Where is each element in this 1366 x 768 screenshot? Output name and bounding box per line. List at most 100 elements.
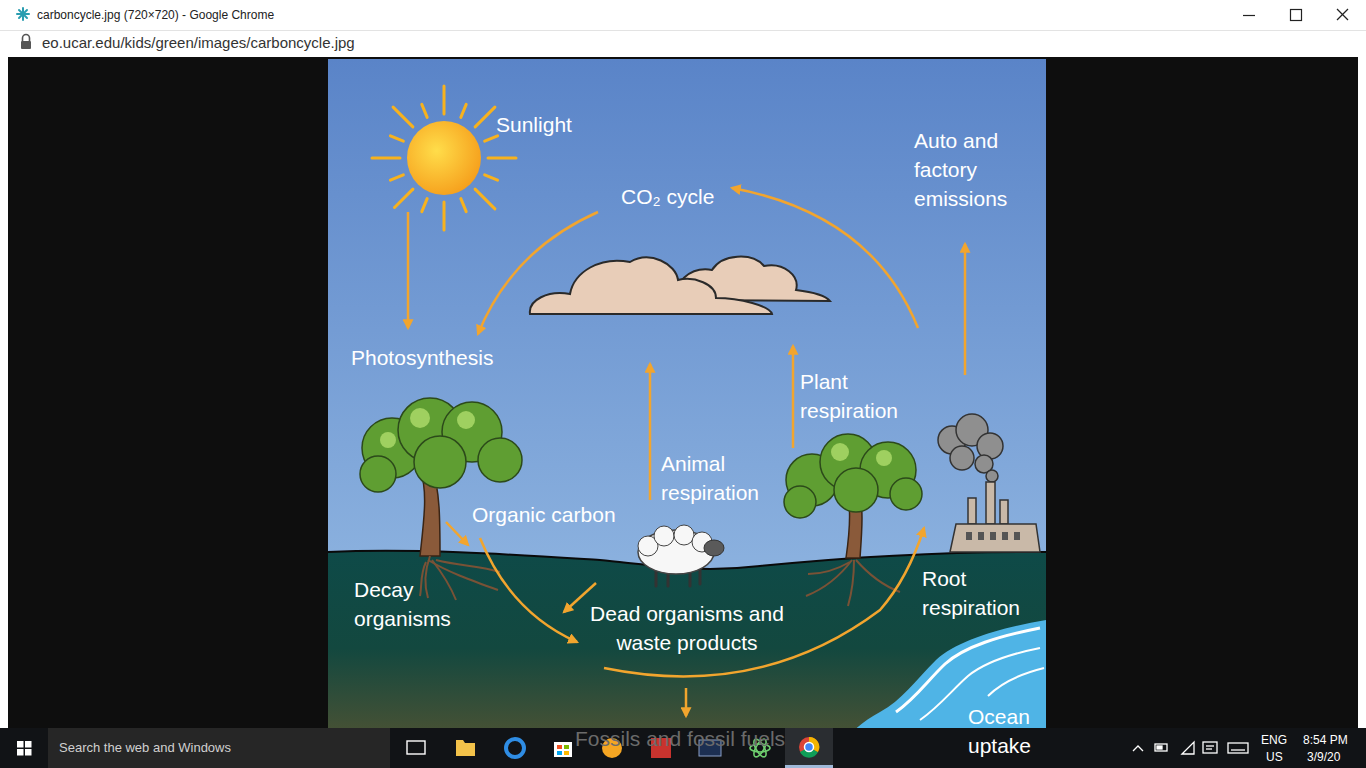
left-tree-part	[360, 398, 522, 492]
flow-arrows-part	[732, 188, 918, 328]
right-tree-part-part	[848, 560, 854, 606]
right-tree-part-part	[784, 486, 816, 518]
left-tree-part-part	[457, 411, 475, 429]
sky	[328, 59, 1046, 579]
sun-part	[372, 86, 516, 230]
sun-part-part	[475, 189, 495, 209]
process-label: Animal respiration	[661, 449, 779, 507]
factory-part-part	[966, 532, 972, 540]
source-label: Auto and factory emissions	[914, 126, 1032, 213]
taskbar-icons-part	[506, 739, 524, 757]
factory-part-part	[978, 532, 984, 540]
taskbar-part	[785, 728, 833, 768]
sheep-part-part	[674, 525, 694, 545]
taskbar-icons-part	[456, 740, 475, 756]
left-tree-part	[420, 556, 500, 600]
clock-time: 8:54 PM	[1303, 732, 1348, 748]
left-tree	[360, 398, 522, 600]
start-button-part	[25, 741, 32, 748]
sun-part-part	[443, 202, 446, 230]
sun-part-part	[395, 189, 413, 207]
sheep	[638, 525, 724, 586]
right-tree-part-part	[856, 560, 900, 592]
flow-arrows-part	[478, 212, 598, 334]
sun-part-part	[488, 157, 516, 160]
sheep-part	[638, 525, 712, 556]
right-tree-part-part	[808, 562, 850, 574]
left-tree-part-part	[432, 560, 456, 600]
flow-arrows-part	[407, 212, 410, 328]
taskbar-icons-part	[799, 737, 819, 757]
factory-part-part	[1002, 532, 1008, 540]
taskbar-icons-part	[407, 741, 425, 754]
factory	[938, 414, 1040, 552]
right-tree-part	[831, 443, 892, 466]
browser-frame	[0, 0, 1366, 728]
factory-part	[950, 482, 1040, 552]
left-tree-part-part	[478, 438, 522, 482]
factory-part-part	[986, 482, 995, 524]
pool-label: Organic carbon	[472, 500, 616, 529]
system-tray-part	[1206, 745, 1214, 746]
lock-icon-part	[23, 35, 30, 42]
left-tree-part-part	[410, 408, 430, 428]
window-controls-part	[1291, 10, 1302, 21]
sun-part-part	[393, 107, 413, 127]
system-tray-part	[1231, 749, 1245, 750]
factory-part	[938, 414, 1003, 482]
pool-label: Dead organisms and waste products	[584, 599, 790, 657]
input-region: US	[1266, 749, 1283, 765]
taskbar-icons-part	[557, 751, 562, 755]
favicon	[17, 8, 29, 20]
left-tree-part-part	[414, 436, 466, 488]
system-tray-part	[1155, 744, 1167, 751]
sun-part-part	[407, 121, 481, 195]
sheep-part-part	[699, 568, 702, 584]
process-label: Photosynthesis	[351, 343, 493, 372]
sun-part-part	[372, 157, 400, 160]
pool-label: Fossils and fossil fuels	[575, 724, 785, 753]
window-controls	[1243, 9, 1348, 21]
sink-label: Ocean uptake	[968, 702, 1044, 760]
taskbar-part	[48, 728, 390, 768]
process-label: Plant respiration	[800, 367, 918, 425]
left-tree-part	[380, 408, 475, 448]
right-tree-part	[806, 560, 900, 606]
cycle-label: CO₂ cycle	[621, 182, 714, 211]
flow-arrows-part	[685, 688, 688, 716]
left-tree-part-part	[380, 432, 396, 448]
start-button	[17, 741, 32, 756]
taskbar-icons-part	[564, 745, 569, 749]
sun-part-part	[390, 136, 403, 141]
search-box-text: Search the web and Windows	[59, 740, 231, 756]
flow-arrows-part	[480, 538, 577, 642]
flow-arrows-part	[792, 346, 795, 448]
sun-part-part	[461, 104, 466, 117]
flow-arrows-part	[964, 244, 967, 375]
lock-icon	[21, 35, 31, 50]
lock-icon-part	[21, 41, 31, 49]
right-tree-part-part	[876, 450, 892, 466]
flow-arrows	[408, 188, 965, 716]
right-tree-part	[784, 434, 922, 518]
left-tree-part-part	[360, 456, 396, 492]
factory-part-part	[950, 446, 974, 470]
window-controls-part	[1337, 9, 1348, 20]
taskbar-part	[785, 765, 833, 768]
taskbar-icons-part	[805, 743, 814, 752]
process-label: Sunlight	[496, 110, 572, 139]
left-tree-part-part	[420, 562, 426, 596]
factory-part-part	[1000, 500, 1008, 524]
right-tree-part-part	[831, 443, 849, 461]
window-controls-part	[1243, 15, 1255, 16]
sheep-part	[704, 540, 724, 556]
input-language: ENG	[1261, 732, 1287, 748]
sun-part-part	[475, 107, 495, 127]
factory-part-part	[986, 470, 998, 482]
taskbar-icons-part	[557, 745, 562, 749]
system-tray-part	[1203, 742, 1217, 753]
start-button-part	[17, 749, 24, 756]
sky-part	[328, 59, 1046, 579]
system-tray-part	[1157, 746, 1162, 749]
sun-part-part	[422, 104, 427, 117]
